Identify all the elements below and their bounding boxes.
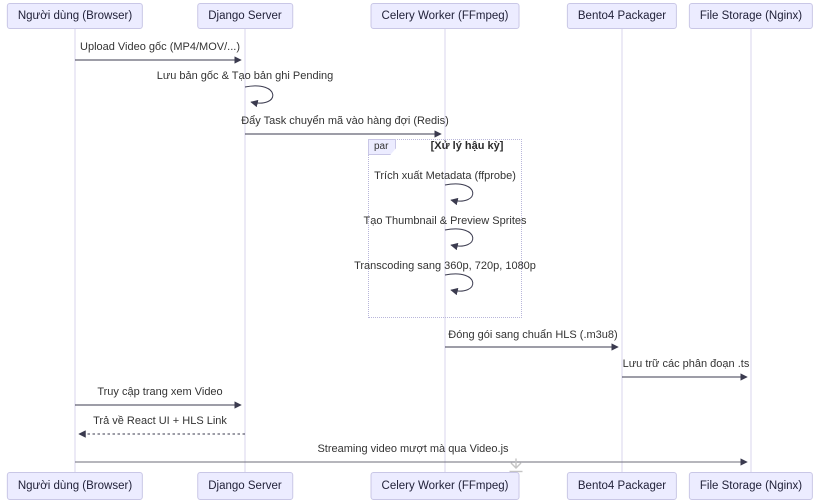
- participant-label: Django Server: [208, 10, 282, 22]
- message-label-streaming-video: Streaming video mượt mà qua Video.js: [317, 443, 509, 455]
- message-label-save-original: Lưu bản gốc & Tạo bản ghi Pending: [156, 70, 334, 82]
- participant-label: Người dùng (Browser): [17, 10, 133, 22]
- self-loop-save-original: [244, 85, 274, 108]
- message-label-return-react-ui: Trả về React UI + HLS Link: [93, 415, 227, 427]
- participant-label: Django Server: [208, 480, 282, 492]
- participant-celery-worker-top: Celery Worker (FFmpeg): [370, 3, 520, 29]
- message-label-upload-video: Upload Video gốc (MP4/MOV/...): [80, 41, 240, 53]
- message-label-extract-metadata: Trích xuất Metadata (ffprobe): [374, 170, 516, 182]
- self-loop-extract-metadata: [444, 183, 474, 206]
- participant-label: Celery Worker (FFmpeg): [381, 480, 509, 492]
- participant-user-browser-top: Người dùng (Browser): [6, 3, 144, 29]
- message-label-store-ts: Lưu trữ các phân đoạn .ts: [622, 358, 750, 370]
- participant-label: Bento4 Packager: [577, 10, 667, 22]
- message-label-thumbnail-sprites: Tạo Thumbnail & Preview Sprites: [363, 215, 527, 227]
- participant-django-server-top: Django Server: [197, 3, 293, 29]
- self-loop-transcoding: [444, 273, 474, 296]
- message-label-package-hls: Đóng gói sang chuẩn HLS (.m3u8): [448, 329, 618, 341]
- participant-label: File Storage (Nginx): [699, 10, 803, 22]
- participant-label: File Storage (Nginx): [699, 480, 803, 492]
- scroll-down-icon[interactable]: [509, 458, 523, 473]
- participant-user-browser-bottom: Người dùng (Browser): [6, 472, 144, 500]
- participant-file-storage-top: File Storage (Nginx): [688, 3, 814, 29]
- participant-label: Bento4 Packager: [577, 480, 667, 492]
- message-label-push-task: Đẩy Task chuyển mã vào hàng đợi (Redis): [241, 115, 449, 127]
- message-label-transcoding: Transcoding sang 360p, 720p, 1080p: [354, 260, 536, 272]
- par-block-keyword: par: [368, 139, 397, 155]
- participant-label: Celery Worker (FFmpeg): [381, 10, 509, 22]
- par-block-title: [Xử lý hậu kỳ]: [430, 140, 504, 152]
- par-block-frame: [368, 139, 522, 318]
- participant-bento4-packager-top: Bento4 Packager: [566, 3, 678, 29]
- participant-bento4-packager-bottom: Bento4 Packager: [566, 472, 678, 500]
- participant-file-storage-bottom: File Storage (Nginx): [688, 472, 814, 500]
- participant-django-server-bottom: Django Server: [197, 472, 293, 500]
- message-label-access-watch-page: Truy cập trang xem Video: [97, 386, 223, 398]
- self-loop-thumbnail-sprites: [444, 228, 474, 251]
- lifelines: [74, 29, 752, 472]
- participant-label: Người dùng (Browser): [17, 480, 133, 492]
- message-arrows: [75, 56, 748, 466]
- participant-celery-worker-bottom: Celery Worker (FFmpeg): [370, 472, 520, 500]
